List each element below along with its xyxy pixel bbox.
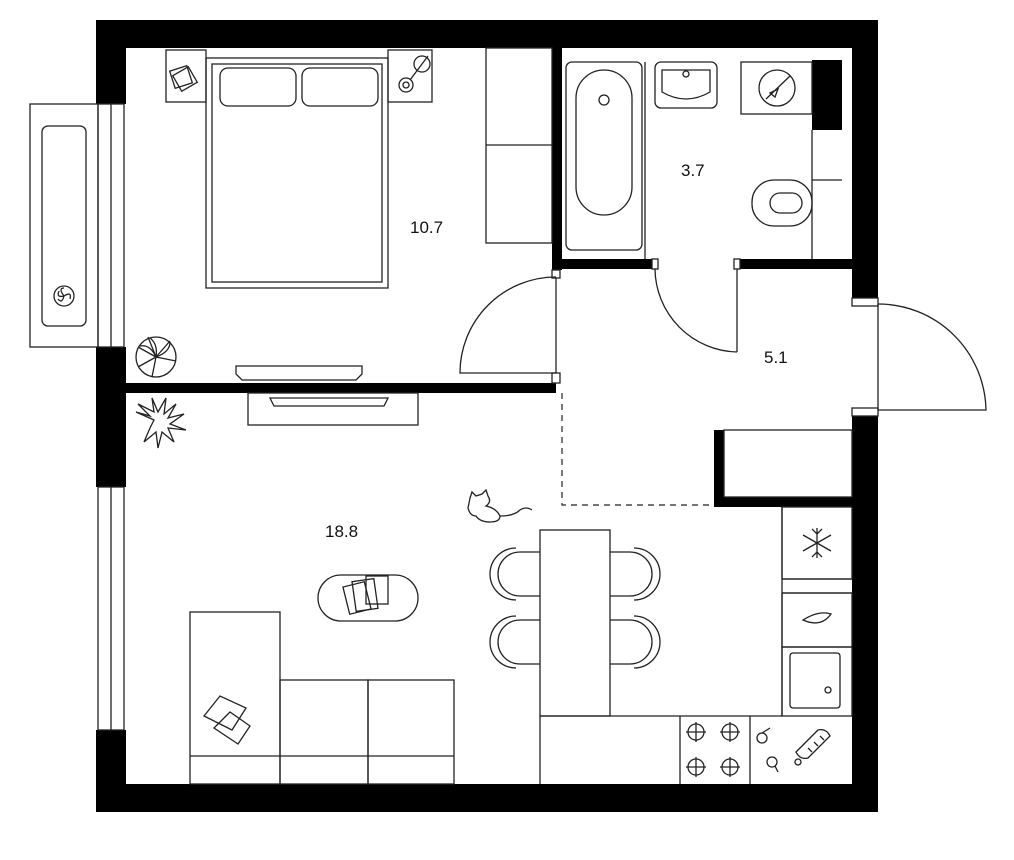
cat-icon: [467, 488, 533, 523]
chair-icon: [610, 547, 661, 601]
wall-bedroom-living: [126, 383, 556, 393]
dishwasher-icon: [781, 592, 853, 648]
ac-unit-icon: [29, 103, 99, 348]
door-icon: [851, 297, 987, 417]
wall-closet-bottom: [714, 497, 852, 507]
wall-right-upper: [852, 20, 878, 298]
wall-bedroom-bath: [552, 48, 562, 270]
room-area-bathroom: 3.7: [681, 161, 705, 180]
walls: [96, 20, 878, 812]
wall-bath-hall-right: [740, 259, 852, 269]
wall-right-lower: [852, 416, 878, 812]
washing-machine-icon: [740, 61, 813, 115]
chair-icon: [489, 615, 540, 669]
bathtub-icon: [565, 61, 643, 251]
wall-closet-left: [714, 430, 724, 506]
toilet-icon: [751, 179, 813, 227]
wall-bottom: [96, 784, 878, 812]
wardrobe-icon: [485, 47, 553, 244]
cutting-board-icon: [756, 727, 831, 773]
bedroom: [135, 47, 553, 381]
nightstand-icon: [165, 49, 207, 103]
chair-icon: [610, 615, 661, 669]
fridge-icon: [781, 506, 853, 594]
lamp-icon: [398, 55, 431, 93]
bathroom: [565, 61, 842, 259]
room-area-bedroom: 10.7: [410, 218, 444, 237]
tv-stand-icon: [235, 365, 363, 381]
plant-icon: [135, 397, 187, 449]
closet: [723, 429, 853, 498]
sink-icon: [654, 61, 718, 109]
door-icon: [651, 258, 741, 353]
bath-shaft: [812, 60, 842, 130]
sofa-icon: [189, 611, 455, 785]
hall: [561, 393, 853, 506]
zone-boundary: [561, 393, 714, 506]
plant-icon: [135, 336, 177, 378]
nightstand-icon: [387, 49, 433, 103]
chair-icon: [489, 547, 540, 601]
windows: [97, 103, 125, 731]
kitchen-counter: [539, 507, 783, 784]
bed-icon: [205, 57, 389, 289]
wall-left-upper: [96, 20, 126, 104]
kitchen-sink-icon: [781, 646, 853, 717]
wall-top: [96, 20, 878, 48]
room-area-hall: 5.1: [764, 348, 788, 367]
wall-left-middle: [96, 347, 126, 487]
wall-bath-hall-left: [562, 259, 652, 269]
stove-icon: [686, 722, 740, 777]
room-area-living: 18.8: [325, 522, 359, 541]
door-icon: [459, 269, 561, 384]
living: [135, 392, 853, 785]
tv-stand-icon: [247, 392, 419, 426]
dining-table-icon: [539, 529, 611, 717]
coffee-table-icon: [317, 574, 419, 622]
